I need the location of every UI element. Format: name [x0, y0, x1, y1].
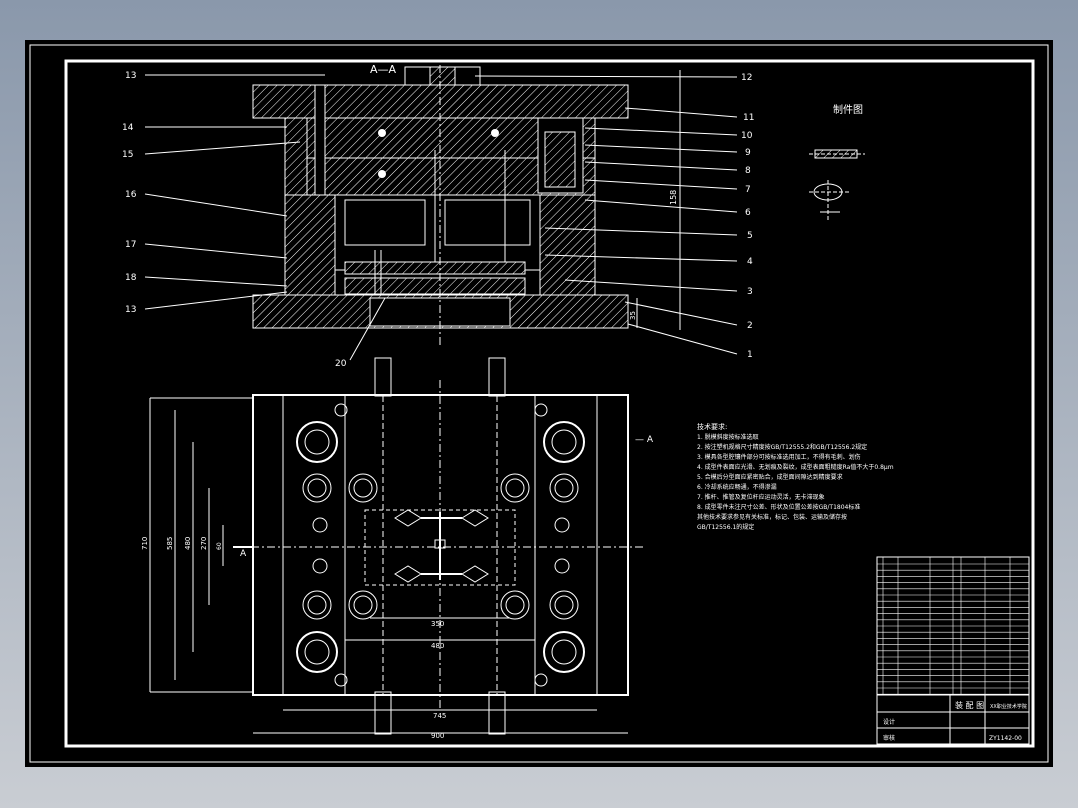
- dim-width-350: 350: [431, 620, 444, 628]
- balloon-2: 2: [747, 321, 753, 331]
- section-label: A—A: [370, 63, 397, 76]
- mold-assembly-drawing: A—A 1: [29, 44, 1049, 763]
- cavity-lower-left: [394, 565, 422, 583]
- cavity-upper-right: [461, 509, 489, 527]
- tech-note-10: GB/T12556.1的规定: [697, 523, 754, 531]
- title-drawing-name: 装 配 图: [955, 700, 984, 710]
- tech-title: 技术要求:: [697, 422, 727, 431]
- balloon-20: 20: [335, 359, 347, 369]
- balloon-13-top: 13: [125, 71, 136, 81]
- balloon-15: 15: [122, 150, 133, 160]
- section-marker-left: A: [240, 549, 247, 559]
- balloon-14: 14: [122, 123, 134, 133]
- cooling-nozzle-bottom-right: [488, 691, 506, 735]
- cooling-nozzle-top-right: [488, 357, 506, 397]
- sheet-inner-border: [64, 59, 1035, 748]
- balloon-12: 12: [741, 73, 752, 83]
- tech-note-6: 6. 冷却系统应畅通，不得渗漏: [697, 483, 777, 491]
- ejector-plate: [344, 261, 526, 275]
- balloon-1: 1: [747, 350, 753, 360]
- cooling-nozzle-bottom-left: [374, 691, 392, 735]
- tech-note-5: 5. 合模后分型面应紧密贴合，成型面间隙达到精度要求: [697, 473, 843, 481]
- tech-note-2: 2. 按注塑机规格尺寸精度按GB/T12555.2和GB/T12556.2规定: [697, 443, 867, 451]
- dim-width-480: 480: [431, 642, 444, 650]
- plan-view: A — A 900 745 480 350 710 585 480 270 60: [141, 357, 654, 740]
- title-school: XX职业技术学院: [990, 703, 1027, 710]
- tech-note-3: 3. 模具各型腔镶件部分可按标准选用加工，不得有毛刺、划伤: [697, 453, 861, 461]
- section-view: A—A 1: [122, 63, 754, 369]
- cad-viewport[interactable]: A—A 1: [25, 40, 1053, 767]
- height-dimension: 158: [669, 190, 678, 205]
- balloon-10: 10: [741, 131, 753, 141]
- dim-height-585: 585: [166, 537, 174, 550]
- title-drawing-no: ZY1142-00: [989, 735, 1022, 742]
- product-view: 制件图: [809, 103, 865, 220]
- dim-inner-width: 745: [433, 712, 446, 720]
- spacer-block-left: [284, 194, 336, 296]
- balloon-13-bottom: 13: [125, 305, 136, 315]
- tech-note-1: 1. 脱模斜度按标准选取: [697, 433, 759, 441]
- tech-note-7: 7. 推杆、推管及复位杆应运动灵活，无卡滞现象: [697, 493, 825, 501]
- balloon-18: 18: [125, 273, 137, 283]
- dim-height-480: 480: [184, 537, 192, 550]
- ejector-housing: [334, 194, 541, 271]
- dim-height-60: 60: [216, 542, 223, 550]
- title-block: 装 配 图 XX职业技术学院 ZY1142-00 设计 审核: [876, 556, 1030, 745]
- dim-height-270: 270: [200, 537, 208, 550]
- guide-hole-top-left: [296, 421, 338, 463]
- guide-hole-bottom-left: [296, 631, 338, 673]
- title-checker-label: 审核: [883, 734, 895, 742]
- guide-hole-bottom-right: [543, 631, 585, 673]
- guide-hole-top-right: [543, 421, 585, 463]
- side-dimension: 35: [629, 311, 637, 320]
- balloon-9: 9: [745, 148, 751, 158]
- cavity-upper-left: [394, 509, 422, 527]
- balloon-11: 11: [743, 113, 754, 123]
- sheet-outer-border: [29, 44, 1049, 763]
- ejector-retainer-plate: [344, 277, 526, 295]
- title-designer-label: 设计: [883, 718, 895, 726]
- balloon-6: 6: [745, 208, 751, 218]
- balloon-5: 5: [747, 231, 753, 241]
- technical-requirements: 技术要求: 1. 脱模斜度按标准选取 2. 按注塑机规格尺寸精度按GB/T125…: [697, 422, 894, 531]
- tech-note-4: 4. 成型件表面应光滑、无划痕及裂纹，成型表面粗糙度Ra值不大于0.8μm: [697, 463, 894, 471]
- cooling-nozzle-top-left: [374, 357, 392, 397]
- balloon-16: 16: [125, 190, 137, 200]
- balloon-3: 3: [747, 287, 753, 297]
- balloon-7: 7: [745, 185, 751, 195]
- section-marker-right: — A: [635, 435, 654, 445]
- balloon-17: 17: [125, 240, 136, 250]
- balloon-8: 8: [745, 166, 751, 176]
- tech-note-9: 其他技术要求参见有关标准，标记、包装、运输及储存按: [697, 513, 847, 521]
- cavity-lower-right: [461, 565, 489, 583]
- balloon-4: 4: [747, 257, 753, 267]
- tech-note-8: 8. 成型零件未注尺寸公差、形状及位置公差按GB/T1804标准: [697, 503, 860, 511]
- product-view-title: 制件图: [833, 103, 863, 116]
- dim-overall-height: 710: [141, 537, 149, 550]
- dim-overall-width: 900: [431, 732, 444, 740]
